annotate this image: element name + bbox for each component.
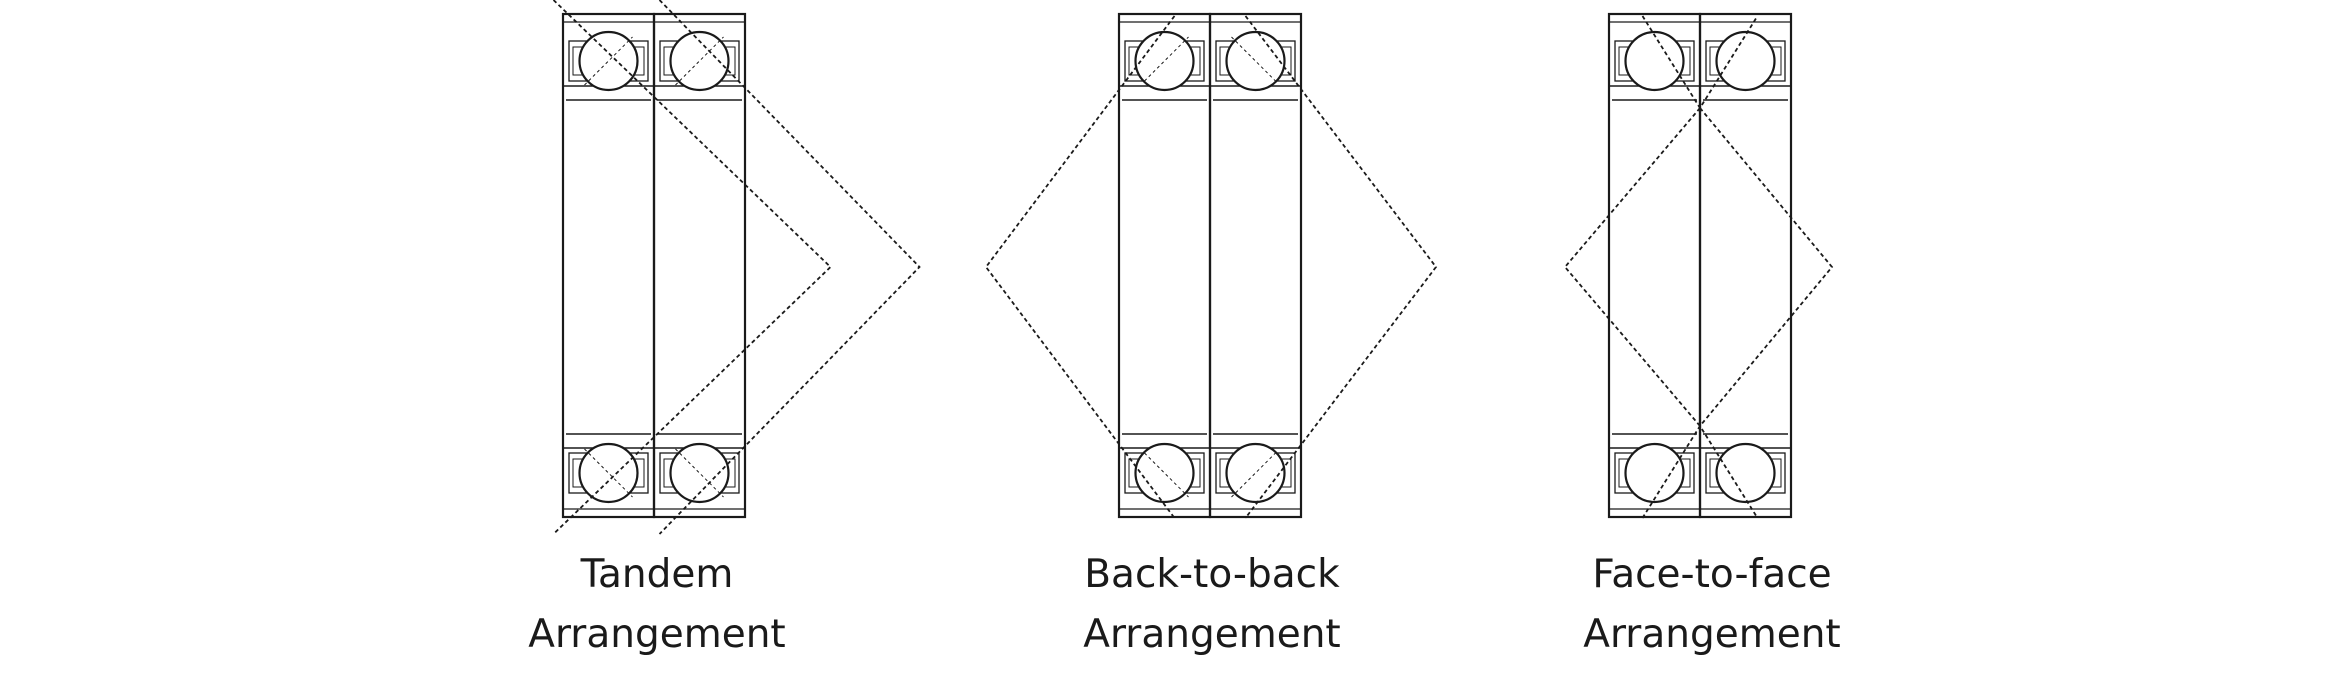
back-to-back-bearing-2-ball-top (1225, 30, 1286, 92)
back-to-back-ball-axis-b-bottom (1231, 452, 1276, 498)
tandem-bearing-2-outline (652, 12, 747, 519)
tandem-ball-axis-1-0 (675, 36, 724, 86)
tandem-ball-axis-0-0 (584, 36, 633, 86)
tandem-ball-axis-1-1 (675, 448, 724, 498)
back-to-back-bearing-2-ball-bottom (1225, 442, 1286, 504)
tandem-arrangement-drawing (552, 0, 921, 535)
face-to-face-caption-line1: Face-to-face (1592, 552, 1832, 597)
tandem-caption-line1: Tandem (580, 552, 734, 597)
face-to-face-caption: Face-to-face Arrangement (1512, 545, 1912, 665)
back-to-back-caption-line2: Arrangement (1083, 612, 1341, 657)
face-to-face-caption-line2: Arrangement (1583, 612, 1841, 657)
back-to-back-contact-line-left (984, 15, 1176, 519)
face-to-face-contact-left (1563, 107, 1701, 427)
back-to-back-ball-axis-a-top (1144, 36, 1189, 82)
face-to-face-bearing-2-ball-top (1715, 30, 1776, 92)
back-to-back-caption: Back-to-back Arrangement (1012, 545, 1412, 665)
back-to-back-arrangement-drawing (984, 12, 1438, 519)
tandem-contact-line-1 (552, 0, 832, 535)
tandem-ball-axis-0-1 (584, 448, 633, 498)
back-to-back-bearing-2-outline (1208, 12, 1303, 519)
back-to-back-ball-axis-b-top (1231, 36, 1276, 82)
tandem-caption-line2: Arrangement (528, 612, 786, 657)
back-to-back-contact-line-right (1244, 15, 1438, 519)
face-to-face-bearing-1-ball-bottom (1624, 442, 1685, 504)
back-to-back-caption-line1: Back-to-back (1084, 552, 1340, 597)
face-to-face-bearing-2-ball-bottom (1715, 442, 1776, 504)
face-to-face-bearing-1-ball-top (1624, 30, 1685, 92)
face-to-face-contact-right (1699, 107, 1834, 427)
back-to-back-ball-axis-a-bottom (1144, 452, 1189, 498)
face-to-face-arrangement-drawing (1563, 12, 1834, 519)
tandem-caption: Tandem Arrangement (457, 545, 857, 665)
tandem-contact-line-2 (658, 0, 921, 535)
